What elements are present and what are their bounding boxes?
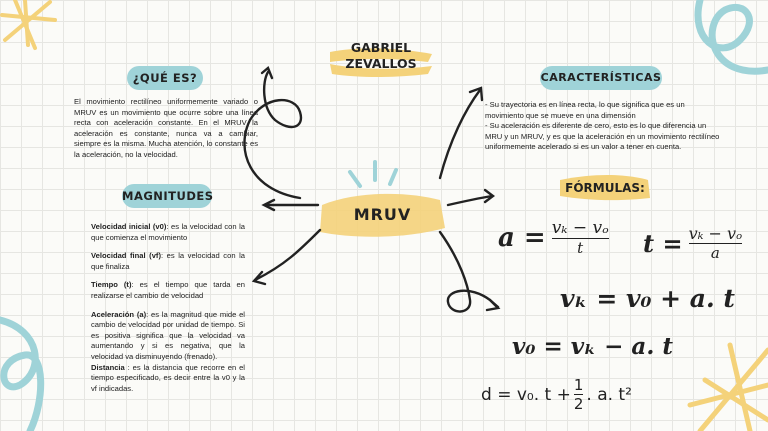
magnitude-term: Aceleración (a) [91,309,147,319]
magnitudes-list: Velocidad inicial (v0): es la velocidad … [91,222,245,394]
magnitude-item: Aceleración (a): es la magnitud que mide… [91,310,245,395]
formula-initial-velocity: v₀ = vₖ − a. t [512,333,673,360]
que-es-title: ¿QUÉ ES? [127,66,203,90]
formulas-title: FÓRMULAS: [565,181,645,195]
formula-denominator: 2 [573,395,584,413]
yellow-star-topleft [0,0,57,50]
magnitude-term: Velocidad inicial (v0) [91,222,167,231]
formula-fraction: vₖ − vₒ t [551,218,609,257]
magnitude-item: Velocidad final (vf): es la velocidad co… [91,251,245,272]
formula-denominator: t [577,239,584,257]
magnitude-item: Tiempo (t): es el tiempo que tarda en re… [91,280,245,301]
formula-acceleration: a = vₖ − vₒ t [498,218,609,257]
formula-lhs: t = [643,228,683,258]
formula-numerator: 1 [573,376,584,394]
caracteristica-1: - Su trayectoria es en línea recta, lo q… [485,100,685,120]
que-es-text: El movimiento rectilíneo uniformemente v… [74,97,258,159]
formula-numerator: vₖ − vₒ [688,224,743,243]
formula-final-velocity: vₖ = v₀ + a. t [560,284,735,313]
magnitude-term: Tiempo (t) [91,280,132,290]
formula-lhs: d = v₀. t + [481,384,571,405]
magnitude-desc: : es la magnitud que mide el cambio de v… [91,309,245,361]
center-burst [348,160,398,188]
magnitude-term: Velocidad final (vf) [91,251,161,261]
magnitude-desc: : es la velocidad con la que finaliza [91,251,246,271]
caracteristica-2: - Su aceleración es diferente de cero, e… [485,121,720,152]
formula-numerator: vₖ − vₒ [551,218,609,238]
center-title: MRUV [353,205,412,224]
author-line1: GABRIEL [350,40,412,55]
formula-distance: d = v₀. t + 1 2 . a. t² [481,376,632,413]
magnitude-desc: : es la distancia que recorre en el tiem… [91,362,245,393]
caracteristicas-title: CARACTERÍSTICAS [540,66,662,90]
magnitude-desc: : es la velocidad con la que comienza el… [91,222,245,242]
magnitudes-title: MAGNITUDES [122,184,213,208]
center-brush [320,193,445,237]
yellow-star-bottomright [687,342,768,431]
author-name: GABRIEL ZEVALLOS [330,40,432,72]
formula-fraction: vₖ − vₒ a [688,224,743,262]
author-line2: ZEVALLOS [345,56,417,71]
magnitude-term: Distancia [91,362,125,372]
formula-time: t = vₖ − vₒ a [643,224,743,262]
formula-rhs: . a. t² [586,384,632,405]
formula-fraction: 1 2 [573,376,584,413]
magnitude-desc: : es el tiempo que tarda en realizarse e… [91,280,246,300]
blue-swirl-bottomleft [0,316,45,431]
formula-denominator: a [710,244,720,262]
blue-swirl-topright [694,0,768,75]
author-brush [330,48,432,62]
formula-lhs: a = [498,222,546,253]
caracteristicas-text: - Su trayectoria es en línea recta, lo q… [485,100,720,153]
magnitude-item: Velocidad inicial (v0): es la velocidad … [91,222,245,243]
formulas-brush [560,175,650,201]
arrows [243,66,501,313]
